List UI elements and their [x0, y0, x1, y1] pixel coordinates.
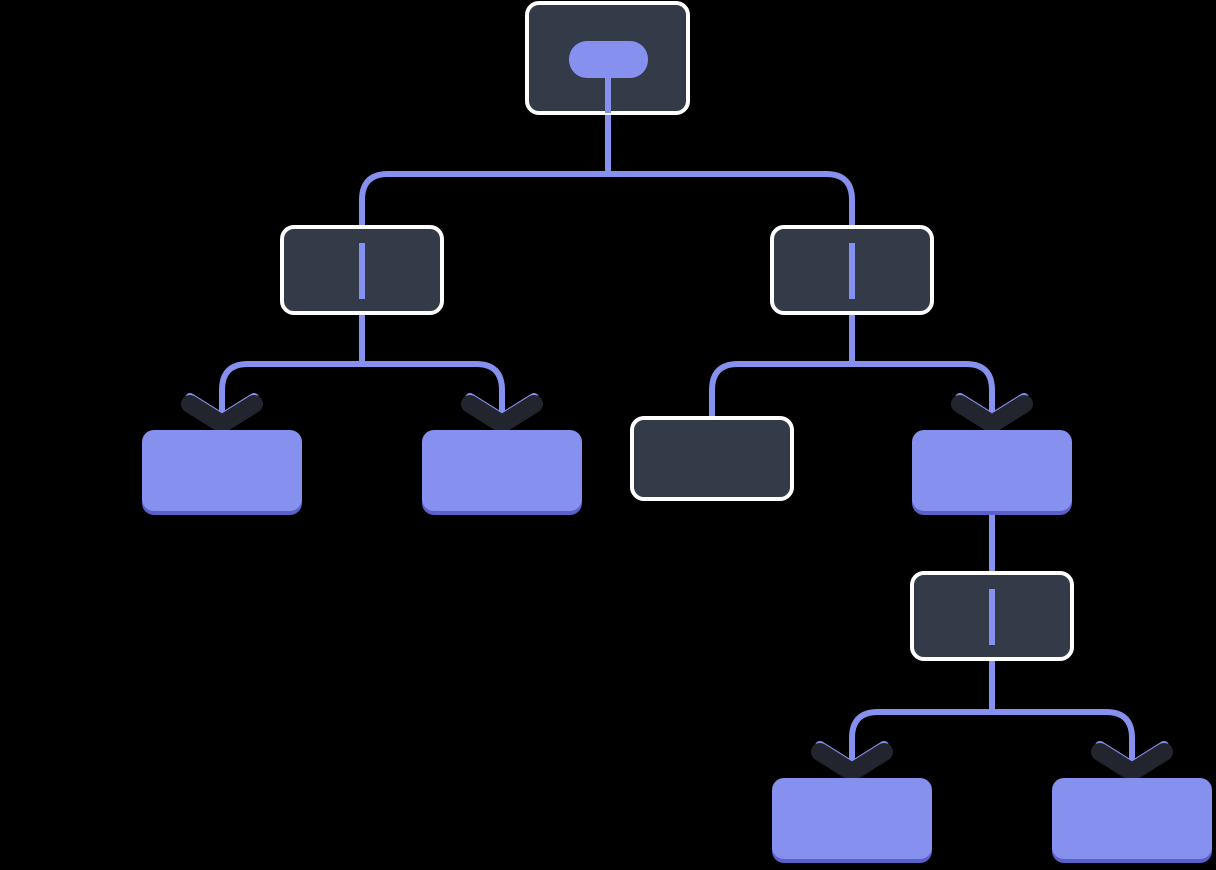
connector-root-to-level1-right	[608, 171, 855, 227]
arrowhead-leaf2-dark	[461, 395, 543, 433]
connector-level1-left-to-leaf2	[362, 361, 505, 443]
empty-dark-node[interactable]	[630, 416, 794, 501]
leaf-node-2[interactable]	[422, 430, 582, 515]
level1-right-node-tick	[849, 243, 855, 299]
level3-dark-node[interactable]	[910, 571, 1074, 661]
root-node[interactable]	[525, 1, 690, 115]
connector-level3-to-leaf4	[992, 709, 1135, 791]
node-layer	[142, 1, 1212, 863]
arrowhead-leaf4-dark	[1091, 743, 1173, 781]
branch-node-purple[interactable]	[912, 430, 1072, 515]
leaf-node-4[interactable]	[1052, 778, 1212, 863]
root-node-stem	[605, 60, 611, 113]
branch-node-purple-body[interactable]	[912, 430, 1072, 511]
leaf-node-4-body[interactable]	[1052, 778, 1212, 859]
arrowhead-layer	[181, 393, 1173, 781]
leaf-node-2-body[interactable]	[422, 430, 582, 511]
connector-root-to-level1-left	[359, 171, 608, 227]
arrowhead-branch-dark	[951, 395, 1033, 433]
empty-dark-node-body[interactable]	[630, 416, 794, 501]
leaf-node-3-body[interactable]	[772, 778, 932, 859]
arrowhead-leaf3-dark	[811, 743, 893, 781]
arrowhead-leaf1-dark	[181, 395, 263, 433]
connector-level3-to-leaf3	[849, 709, 992, 791]
leaf-node-1-body[interactable]	[142, 430, 302, 511]
leaf-node-3[interactable]	[772, 778, 932, 863]
level1-left-node[interactable]	[280, 225, 444, 315]
level3-dark-node-tick	[989, 589, 995, 645]
connector-level1-right-to-branch	[852, 361, 995, 443]
root-node-pill-icon	[569, 41, 648, 78]
connector-level1-left-to-leaf1	[219, 361, 362, 443]
leaf-node-1[interactable]	[142, 430, 302, 515]
connector-level1-right-to-empty-node	[709, 361, 852, 418]
level1-left-node-tick	[359, 243, 365, 299]
connector-layer	[219, 113, 1135, 791]
level1-right-node[interactable]	[770, 225, 934, 315]
